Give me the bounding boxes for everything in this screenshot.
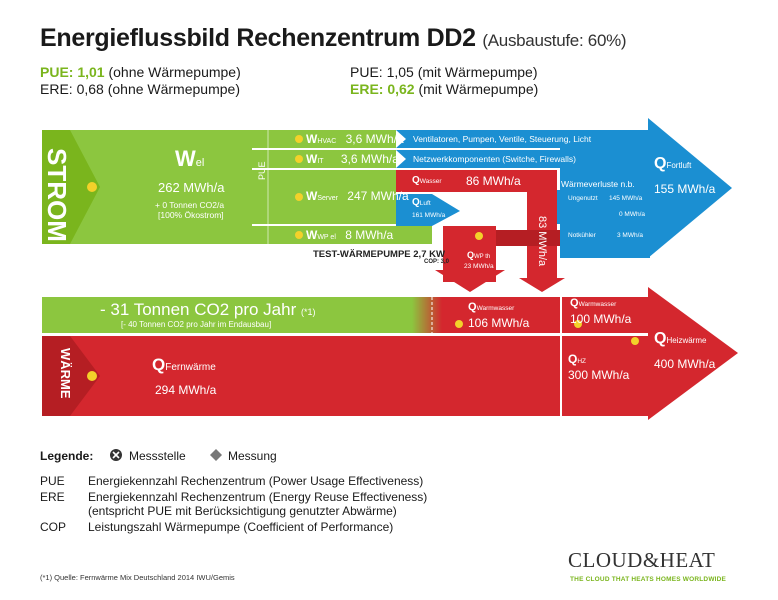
hvac-label: WHVAC 3,6 MWh/a bbox=[306, 132, 404, 146]
pue-side-label: PUE bbox=[257, 161, 267, 180]
wp-branch bbox=[252, 226, 432, 244]
fernwaerme-bar bbox=[42, 336, 560, 416]
strom-chevron bbox=[42, 130, 100, 244]
kpi-ere-without: ERE: 0,68 (ohne Wärmepumpe) bbox=[40, 81, 240, 97]
luft-blue-flow bbox=[396, 194, 460, 226]
ungenutzt-value: 145 MWh/a bbox=[609, 195, 643, 202]
server-branch bbox=[252, 170, 396, 224]
waerme-label: WÄRME bbox=[58, 348, 73, 399]
legend-title: Legende: bbox=[40, 449, 94, 463]
wasser-flow bbox=[396, 170, 556, 192]
waermeverluste-label: Wärmeverluste n.b. bbox=[561, 179, 635, 189]
q-fortluft-value: 155 MWh/a bbox=[654, 182, 716, 196]
kpi-ere-with-value: ERE: 0,62 bbox=[350, 81, 415, 97]
hvac-branch bbox=[252, 130, 396, 148]
messstelle-markers bbox=[87, 135, 639, 381]
vertical-83-flow bbox=[527, 170, 557, 278]
vertical-83-value: 83 MWh/a bbox=[536, 216, 548, 267]
wel-symbol: Wel bbox=[175, 146, 205, 171]
legend-text-ere: Energiekennzahl Rechenzentrum (Energy Re… bbox=[88, 490, 428, 504]
q-luft-value: 161 MWh/a bbox=[412, 212, 446, 219]
footnote: (*1) Quelle: Fernwärme Mix Deutschland 2… bbox=[40, 573, 235, 582]
kpi-pue-without-value: PUE: 1,01 bbox=[40, 64, 105, 80]
q-hz-value: 300 MWh/a bbox=[568, 368, 630, 382]
q-warmwasser-label: QWarmwasser bbox=[468, 301, 515, 313]
q-warmwasser-value: 106 MWh/a bbox=[468, 316, 530, 330]
wel-note2: [100% Ökostrom] bbox=[158, 210, 224, 220]
legend-abbr-cop: COP bbox=[40, 520, 67, 534]
co2-note: [- 40 Tonnen CO2 pro Jahr im Endausbau] bbox=[121, 320, 272, 329]
legend-text-pue: Energiekennzahl Rechenzentrum (Power Usa… bbox=[88, 474, 424, 488]
strom-label: STROM bbox=[42, 148, 72, 242]
co2-saving: - 31 Tonnen CO2 pro Jahr (*1) bbox=[100, 300, 316, 319]
kpi-pue-without: PUE: 1,01 (ohne Wärmepumpe) bbox=[40, 64, 241, 80]
q-warmwasser2-label: QWarmwasser bbox=[570, 297, 617, 309]
q-hz-label: QHZ bbox=[568, 352, 587, 366]
legend-text-cop: Leistungszahl Wärmepumpe (Coefficient of… bbox=[88, 520, 394, 534]
wel-note1: + 0 Tonnen CO2/a bbox=[155, 200, 225, 210]
page-title: Energieflussbild Rechenzentrum DD2 (Ausb… bbox=[40, 24, 627, 53]
kpi-ere-with-note: (mit Wärmepumpe) bbox=[418, 81, 539, 97]
q-wasser-value: 86 MWh/a bbox=[466, 174, 521, 188]
wel-value: 262 MWh/a bbox=[158, 180, 225, 195]
it-branch bbox=[252, 150, 396, 168]
q-fortluft-label: QFortluft bbox=[654, 155, 692, 172]
notkuehler-value: 3 MWh/a bbox=[617, 232, 644, 239]
q-heizwaerme-label: QHeizwärme bbox=[654, 330, 707, 347]
legend-abbr-ere: ERE bbox=[40, 490, 65, 504]
q-heizwaerme-value: 400 MWh/a bbox=[654, 357, 716, 371]
messung-icon bbox=[210, 449, 222, 461]
messstelle-icon bbox=[110, 449, 122, 461]
q-wpth-value: 23 MWh/a bbox=[464, 263, 494, 270]
server-label: WServer 247 MWh/a bbox=[306, 189, 409, 203]
q-luft-label: QLuft bbox=[412, 197, 431, 208]
ungenutzt-zero: 0 MWh/a bbox=[619, 211, 646, 218]
kpi-ere-with: ERE: 0,62 (mit Wärmepumpe) bbox=[350, 81, 538, 97]
q-wpth-label: QWP th bbox=[467, 250, 491, 260]
q-fernwaerme-value: 294 MWh/a bbox=[155, 383, 217, 397]
q-wasser-label: QWasser bbox=[412, 175, 442, 186]
cop-value: COP: 3,0 bbox=[424, 259, 450, 265]
q-warmwasser2-value: 100 MWh/a bbox=[570, 312, 632, 326]
warmwasser-bar bbox=[442, 297, 560, 333]
legend-messstelle: Messstelle bbox=[129, 449, 186, 463]
co2-saving-bar bbox=[42, 297, 432, 333]
kpi-pue-with: PUE: 1,05 (mit Wärmepumpe) bbox=[350, 64, 538, 80]
it-label: WIT 3,6 MWh/a bbox=[306, 152, 399, 166]
legend-text-ere-note: (entspricht PUE mit Berücksichtigung gen… bbox=[88, 504, 397, 518]
legend-messung: Messung bbox=[228, 449, 277, 463]
wp-label: WWP el 8 MWh/a bbox=[306, 228, 394, 242]
it-desc: Netzwerkkomponenten (Switche, Firewalls) bbox=[413, 154, 576, 164]
notkuehler-label: Notkühler bbox=[568, 232, 596, 239]
q-fernwaerme-label: QFernwärme bbox=[152, 355, 216, 374]
brand-tagline: THE CLOUD THAT HEATS HOMES WORLDWIDE bbox=[570, 576, 727, 583]
kpi-pue-without-note: (ohne Wärmepumpe) bbox=[108, 64, 241, 80]
title-text: Energieflussbild Rechenzentrum DD2 bbox=[40, 24, 476, 52]
legend-abbr-pue: PUE bbox=[40, 474, 65, 488]
hz-bar bbox=[562, 336, 648, 416]
hvac-desc: Ventilatoren, Pumpen, Ventile, Steuerung… bbox=[413, 134, 592, 144]
ungenutzt-label: Ungenutzt bbox=[568, 195, 598, 202]
testwp-label: TEST-WÄRMEPUMPE 2,7 KW bbox=[313, 249, 445, 260]
cop-side-label: COP bbox=[433, 226, 440, 242]
fortluft-arrow bbox=[648, 118, 732, 258]
heizwaerme-arrow bbox=[648, 287, 738, 420]
title-subtitle: (Ausbaustufe: 60%) bbox=[482, 31, 627, 50]
brand-logo: CLOUD&HEAT bbox=[568, 548, 716, 572]
waerme-chevron bbox=[42, 336, 100, 416]
